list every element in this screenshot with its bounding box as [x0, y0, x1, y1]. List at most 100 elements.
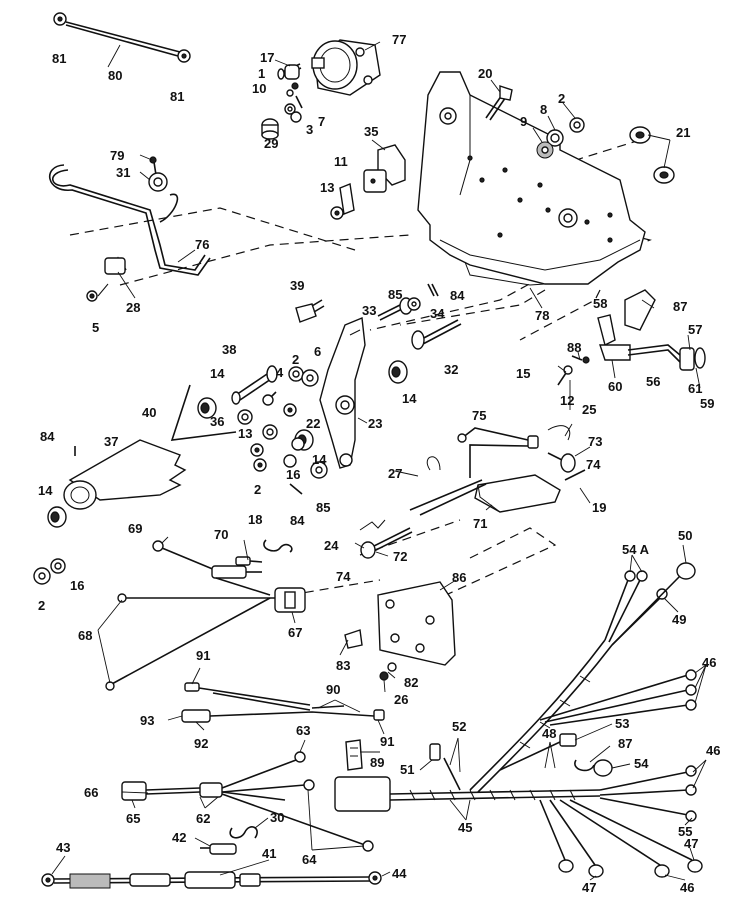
part-label-57: 57 [688, 322, 702, 337]
part-label-66: 66 [84, 785, 98, 800]
part-label-21: 21 [676, 125, 690, 140]
leader-lines [51, 41, 707, 881]
part-label-67: 67 [288, 625, 302, 640]
harness-67 [105, 540, 306, 691]
shift-rod-76 [48, 164, 211, 302]
pins-and-screws [295, 283, 462, 350]
part-number-labels: 81 80 81 77 17 1 10 7 3 29 20 8 2 9 21 7… [38, 32, 720, 895]
part-label-59: 59 [700, 396, 714, 411]
solenoid-77 [311, 39, 381, 96]
connector-72 [359, 519, 413, 559]
part-label-88: 88 [567, 340, 581, 355]
part-label-51: 51 [400, 762, 414, 777]
part-label-86: 86 [452, 570, 466, 585]
part-label-2: 2 [292, 352, 299, 367]
part-label-84: 84 [290, 513, 305, 528]
part-label-46: 46 [702, 655, 716, 670]
part-label-8: 8 [540, 102, 547, 117]
part-label-54: 54 [634, 756, 649, 771]
part-label-46: 46 [706, 743, 720, 758]
part-label-46: 46 [680, 880, 694, 895]
part-label-2: 2 [558, 91, 565, 106]
part-label-40: 40 [142, 405, 156, 420]
part-label-87: 87 [673, 299, 687, 314]
part-label-48: 48 [542, 726, 556, 741]
choke-assembly [557, 289, 706, 386]
fasteners-near-solenoid [261, 63, 303, 140]
part-label-38: 38 [222, 342, 236, 357]
part-label-14: 14 [210, 366, 225, 381]
part-label-81: 81 [170, 89, 184, 104]
part-label-72: 72 [393, 549, 407, 564]
part-label-55: 55 [678, 824, 692, 839]
part-label-13: 13 [238, 426, 252, 441]
part-label-16: 16 [70, 578, 84, 593]
part-label-84: 84 [40, 429, 55, 444]
part-label-91: 91 [196, 648, 210, 663]
part-label-35: 35 [364, 124, 378, 139]
part-label-90: 90 [326, 682, 340, 697]
main-harness-45 [334, 562, 703, 878]
part-label-25: 25 [582, 402, 596, 417]
bracket-37 [63, 439, 187, 510]
part-label-12: 12 [560, 393, 574, 408]
part-label-71: 71 [473, 516, 487, 531]
part-label-36: 36 [210, 414, 224, 429]
module-71 [409, 425, 586, 516]
part-label-18: 18 [248, 512, 262, 527]
part-label-32: 32 [444, 362, 458, 377]
part-label-85: 85 [388, 287, 402, 302]
part-label-52: 52 [452, 719, 466, 734]
part-label-62: 62 [196, 811, 210, 826]
part-label-50: 50 [678, 528, 692, 543]
part-label-24: 24 [324, 538, 339, 553]
plug-89 [345, 739, 363, 771]
part-label-73: 73 [588, 434, 602, 449]
clip-30 [229, 826, 258, 839]
part-label-22: 22 [306, 416, 320, 431]
harness-92 [181, 682, 385, 723]
part-label-16: 16 [286, 467, 300, 482]
part-label-14: 14 [402, 391, 417, 406]
part-label-2: 2 [254, 482, 261, 497]
part-label-15: 15 [516, 366, 530, 381]
part-label-56: 56 [646, 374, 660, 389]
part-label-43: 43 [56, 840, 70, 855]
part-label-20: 20 [478, 66, 492, 81]
part-label-75: 75 [472, 408, 486, 423]
clip-18 [263, 539, 293, 553]
part-label-84: 84 [450, 288, 465, 303]
bracket-35 [330, 144, 406, 220]
cable-80-assembly [53, 12, 191, 63]
part-label-91: 91 [380, 734, 394, 749]
bracket-fasteners [485, 85, 675, 184]
part-label-92: 92 [194, 736, 208, 751]
part-label-77: 77 [392, 32, 406, 47]
part-label-81: 81 [52, 51, 66, 66]
part-label-4: 4 [276, 365, 284, 380]
part-label-78: 78 [535, 308, 549, 323]
part-label-74: 74 [336, 569, 351, 584]
part-label-5: 5 [92, 320, 99, 335]
washer-16-nut-2 [33, 558, 66, 585]
part-label-37: 37 [104, 434, 118, 449]
part-label-13: 13 [320, 180, 334, 195]
part-label-47: 47 [582, 880, 596, 895]
part-label-23: 23 [368, 416, 382, 431]
part-label-83: 83 [336, 658, 350, 673]
part-label-60: 60 [608, 379, 622, 394]
part-label-6: 6 [314, 344, 321, 359]
part-label-63: 63 [296, 723, 310, 738]
part-label-58: 58 [593, 296, 607, 311]
part-label-42: 42 [172, 830, 186, 845]
part-label-14: 14 [38, 483, 53, 498]
part-label-28: 28 [126, 300, 140, 315]
mounting-bracket-78 [417, 71, 646, 286]
part-label-80: 80 [108, 68, 122, 83]
part-label-41: 41 [262, 846, 276, 861]
stud-38 [231, 365, 328, 495]
part-label-47: 47 [684, 836, 698, 851]
plate-86 [344, 581, 456, 681]
part-label-61: 61 [688, 381, 702, 396]
